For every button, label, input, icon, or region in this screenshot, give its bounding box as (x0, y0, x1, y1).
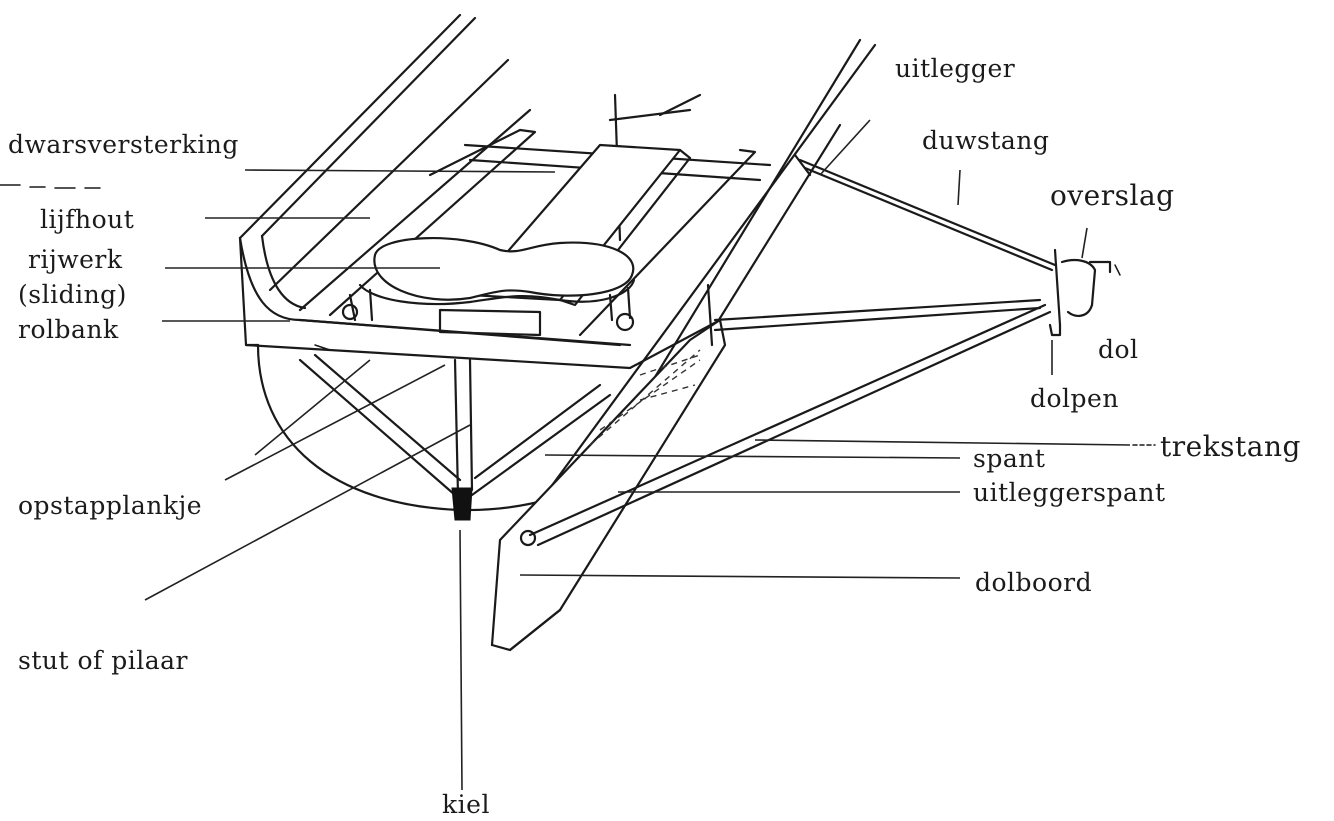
label-spant: spant (973, 444, 1046, 473)
label-duwstang: duwstang (922, 126, 1050, 155)
hidden-lines (589, 349, 701, 446)
dolboord-plate (490, 318, 727, 652)
label-kiel: kiel (442, 790, 490, 819)
pillar (298, 353, 612, 521)
label-dwarsversterking: dwarsversterking (8, 130, 239, 159)
label-uitleggerspant: uitleggerspant (973, 478, 1166, 507)
label-opstapplankje: opstapplankje (18, 491, 203, 520)
label-rijwerk: rijwerk (28, 245, 123, 274)
leader-lines (144, 119, 1156, 791)
oarlock (1048, 248, 1121, 337)
label-stut-of-pilaar: stut of pilaar (18, 646, 188, 675)
label-dolpen: dolpen (1030, 384, 1119, 413)
outrigger (519, 153, 1057, 547)
label-trekstang: trekstang (1160, 430, 1301, 463)
scan-marks (0, 184, 101, 189)
seat (341, 237, 636, 337)
label-uitlegger: uitlegger (895, 54, 1016, 83)
label-dolboord: dolboord (975, 568, 1093, 597)
label-dol: dol (1098, 335, 1139, 364)
label-sliding: (sliding) (18, 280, 127, 309)
label-overslag: overslag (1050, 179, 1175, 212)
label-rolbank: rolbank (18, 315, 119, 344)
label-lijfhout: lijfhout (40, 205, 135, 234)
